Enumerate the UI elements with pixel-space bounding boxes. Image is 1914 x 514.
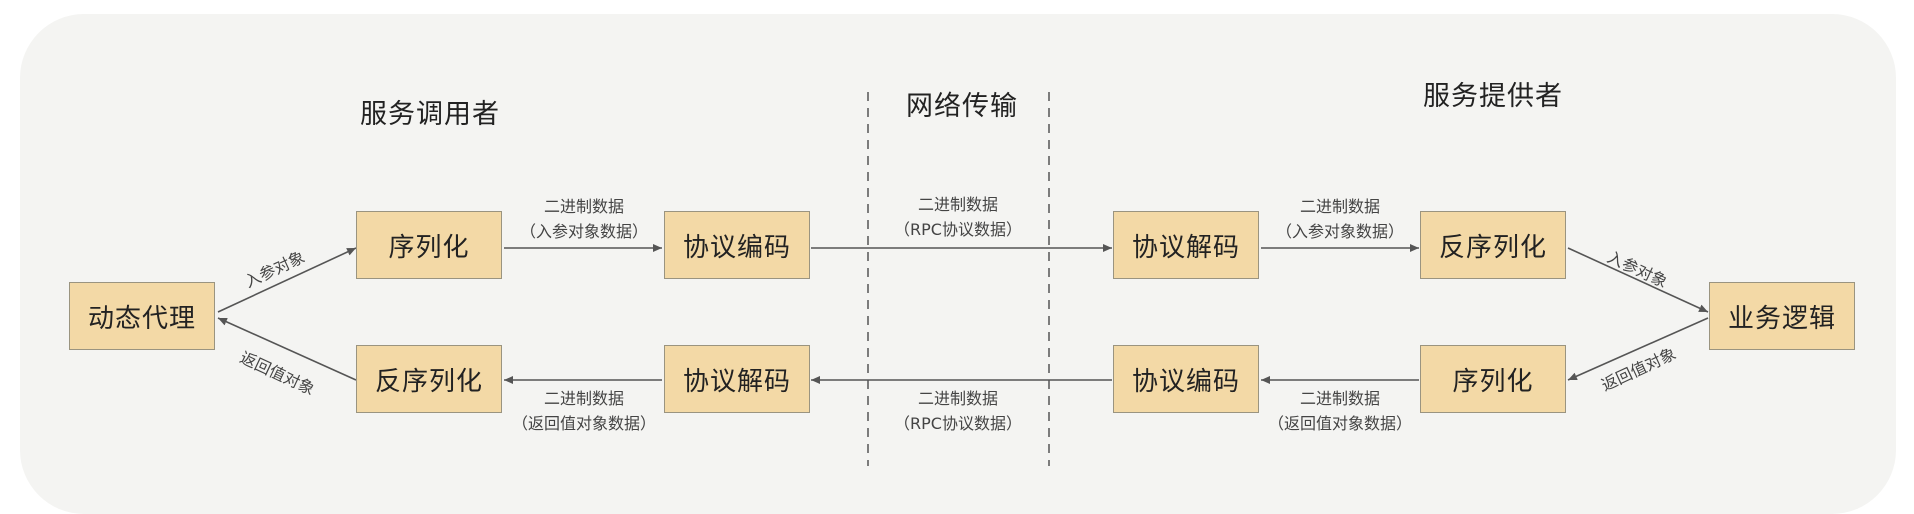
decode-box-right: 协议解码 [1113,211,1259,279]
consumer-title: 服务调用者 [360,99,500,130]
diagram-panel [20,14,1896,514]
label-top-left: 二进制数据 （入参对象数据） [520,194,648,244]
label-rpc-data: （RPC协议数据） [894,414,1022,433]
label-top-middle: 二进制数据 （RPC协议数据） [894,192,1022,242]
network-title: 网络传输 [906,91,1018,122]
label-bottom-right: 二进制数据 （返回值对象数据） [1268,386,1412,436]
label-binary: 二进制数据 [543,389,625,408]
label-params-data: （入参对象数据） [1275,222,1405,241]
label-binary: 二进制数据 [543,197,625,216]
label-binary: 二进制数据 [1299,197,1381,216]
label-bottom-middle: 二进制数据 （RPC协议数据） [894,386,1022,436]
label-params-data: （入参对象数据） [519,222,649,241]
label-top-right: 二进制数据 （入参对象数据） [1276,194,1404,244]
label-rpc-data: （RPC协议数据） [894,220,1022,239]
encode-box-left: 协议编码 [664,211,810,279]
deserialize-box-right: 反序列化 [1420,211,1566,279]
arrow-deserialize-to-logic [1567,247,1709,313]
arrow-proxy-to-serialize [217,247,357,313]
arrow-logic-to-serialize [1567,317,1709,381]
label-binary: 二进制数据 [917,195,999,214]
serialize-box-left: 序列化 [356,211,502,279]
label-binary: 二进制数据 [1299,389,1381,408]
deserialize-box-left: 反序列化 [356,345,502,413]
encode-box-right: 协议编码 [1113,345,1259,413]
decode-box-left: 协议解码 [664,345,810,413]
label-return-data: （返回值对象数据） [1267,414,1413,433]
label-binary: 二进制数据 [917,389,999,408]
label-return-data: （返回值对象数据） [511,414,657,433]
serialize-box-right: 序列化 [1420,345,1566,413]
dynamic-proxy-box: 动态代理 [69,282,215,350]
provider-title: 服务提供者 [1423,81,1563,112]
business-logic-box: 业务逻辑 [1709,282,1855,350]
label-bottom-left: 二进制数据 （返回值对象数据） [512,386,656,436]
connector-layer [217,92,1709,466]
arrow-deserialize-to-proxy [217,317,357,381]
